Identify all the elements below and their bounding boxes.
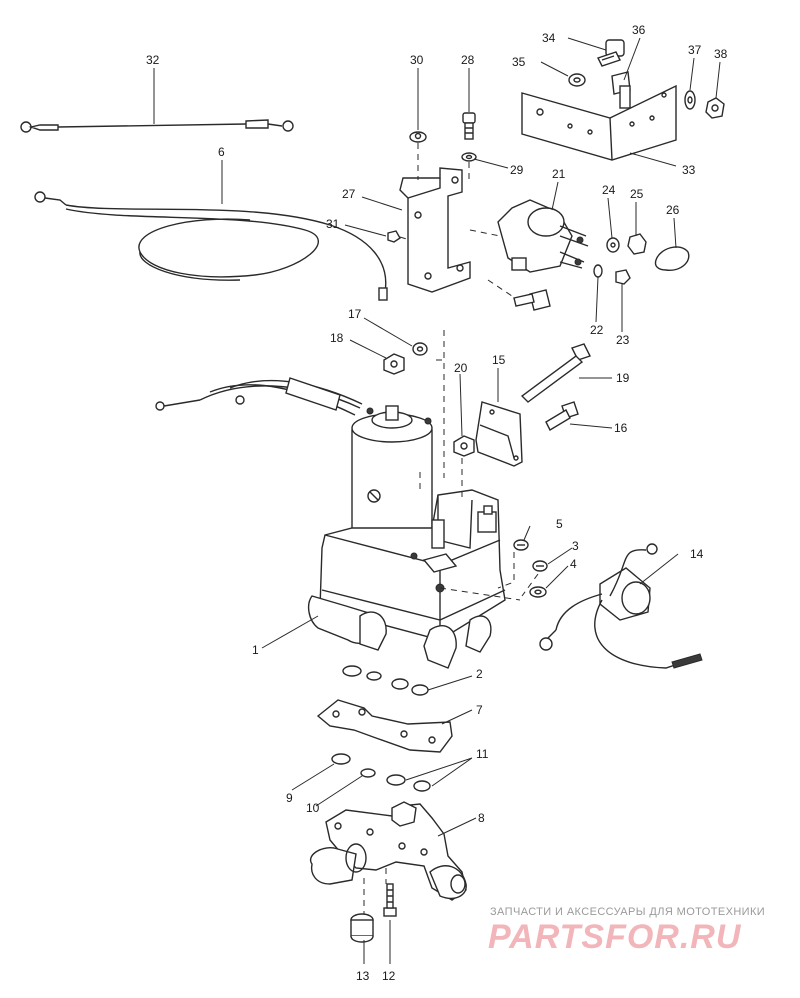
callout-16: 16	[614, 421, 628, 435]
callout-13: 13	[356, 969, 370, 983]
callout-labels: 32 6 30 28 29 27 31 21 24 25 26 22 23 34…	[146, 23, 728, 983]
watermark-tagline: ЗАПЧАСТИ И АКСЕССУАРЫ ДЛЯ МОТОТЕХНИКИ	[490, 906, 765, 918]
callout-18: 18	[330, 331, 344, 345]
callout-9: 9	[286, 791, 293, 805]
part-15-clamp	[475, 401, 523, 467]
part-19-long-bolt	[520, 343, 591, 403]
callout-36: 36	[632, 23, 646, 37]
part-10-o-ring	[360, 768, 376, 778]
callout-23: 23	[616, 333, 630, 347]
callout-3: 3	[572, 539, 579, 553]
part-17-washer	[412, 342, 428, 356]
part-34-bolt	[597, 39, 625, 67]
part-27-bracket	[399, 167, 471, 293]
callout-4: 4	[570, 557, 577, 571]
part-23-nut	[615, 269, 631, 285]
callout-10: 10	[306, 801, 320, 815]
callout-2: 2	[476, 667, 483, 681]
part-1-pump-assembly	[155, 377, 506, 669]
part-33-angle-bracket	[521, 84, 677, 161]
callout-35: 35	[512, 55, 526, 69]
part-6-looped-cable	[34, 191, 388, 301]
callout-28: 28	[461, 53, 475, 67]
part-9-o-ring	[331, 753, 351, 765]
part-31-nut	[387, 230, 401, 243]
callout-34: 34	[542, 31, 556, 45]
part-5-screw	[513, 539, 529, 551]
callout-19: 19	[616, 371, 630, 385]
part-11-o-rings	[386, 774, 431, 792]
callout-38: 38	[714, 47, 728, 61]
part-21-solenoid	[497, 199, 589, 273]
callout-1: 1	[252, 643, 259, 657]
part-20-nut	[453, 435, 475, 457]
watermark-logo: PARTSFOR.RU	[488, 918, 742, 956]
part-36-bolt	[611, 71, 631, 109]
callout-37: 37	[688, 43, 702, 57]
solenoid-bolt	[513, 289, 551, 311]
part-14-switch	[539, 543, 703, 669]
callout-17: 17	[348, 307, 362, 321]
callout-33: 33	[682, 163, 696, 177]
callout-5: 5	[556, 517, 563, 531]
part-4-washer	[529, 586, 547, 598]
callout-31: 31	[326, 217, 340, 231]
part-28-bolt	[462, 112, 476, 140]
watermark: ЗАПЧАСТИ И АКСЕССУАРЫ ДЛЯ МОТОТЕХНИКИ PA…	[488, 906, 765, 956]
part-8-valve-body	[309, 801, 467, 901]
part-25-nut	[627, 233, 647, 255]
part-30-nut	[409, 131, 427, 143]
callout-11: 11	[476, 747, 489, 761]
callout-24: 24	[602, 183, 616, 197]
part-18-nut	[383, 353, 405, 375]
callout-25: 25	[630, 187, 644, 201]
leader-lines	[153, 37, 721, 964]
alignment-lines	[363, 143, 539, 914]
part-37-washer	[684, 90, 696, 110]
callout-32: 32	[146, 53, 160, 67]
callout-15: 15	[492, 353, 506, 367]
part-22-washer	[593, 264, 603, 278]
callout-27: 27	[342, 187, 356, 201]
part-2-o-rings	[342, 665, 429, 696]
part-3-screw	[532, 560, 548, 572]
callout-12: 12	[382, 969, 396, 983]
part-12-bolt	[383, 883, 397, 917]
part-26-boot	[654, 246, 690, 271]
part-16-bolt	[545, 401, 579, 431]
callout-29: 29	[510, 163, 524, 177]
callout-6: 6	[218, 145, 225, 159]
callout-30: 30	[410, 53, 424, 67]
part-35-lock-washer	[568, 73, 586, 87]
part-7-gasket-plate	[316, 699, 453, 753]
part-38-nut	[705, 97, 725, 119]
callout-22: 22	[590, 323, 604, 337]
callout-14: 14	[690, 547, 704, 561]
part-32-short-cable	[20, 119, 294, 133]
part-13-plug	[350, 913, 374, 943]
callout-21: 21	[552, 167, 566, 181]
part-29-washer	[461, 152, 477, 162]
callout-26: 26	[666, 203, 680, 217]
callout-7: 7	[476, 703, 483, 717]
callout-8: 8	[478, 811, 485, 825]
callout-20: 20	[454, 361, 468, 375]
part-24-nut	[606, 237, 620, 253]
